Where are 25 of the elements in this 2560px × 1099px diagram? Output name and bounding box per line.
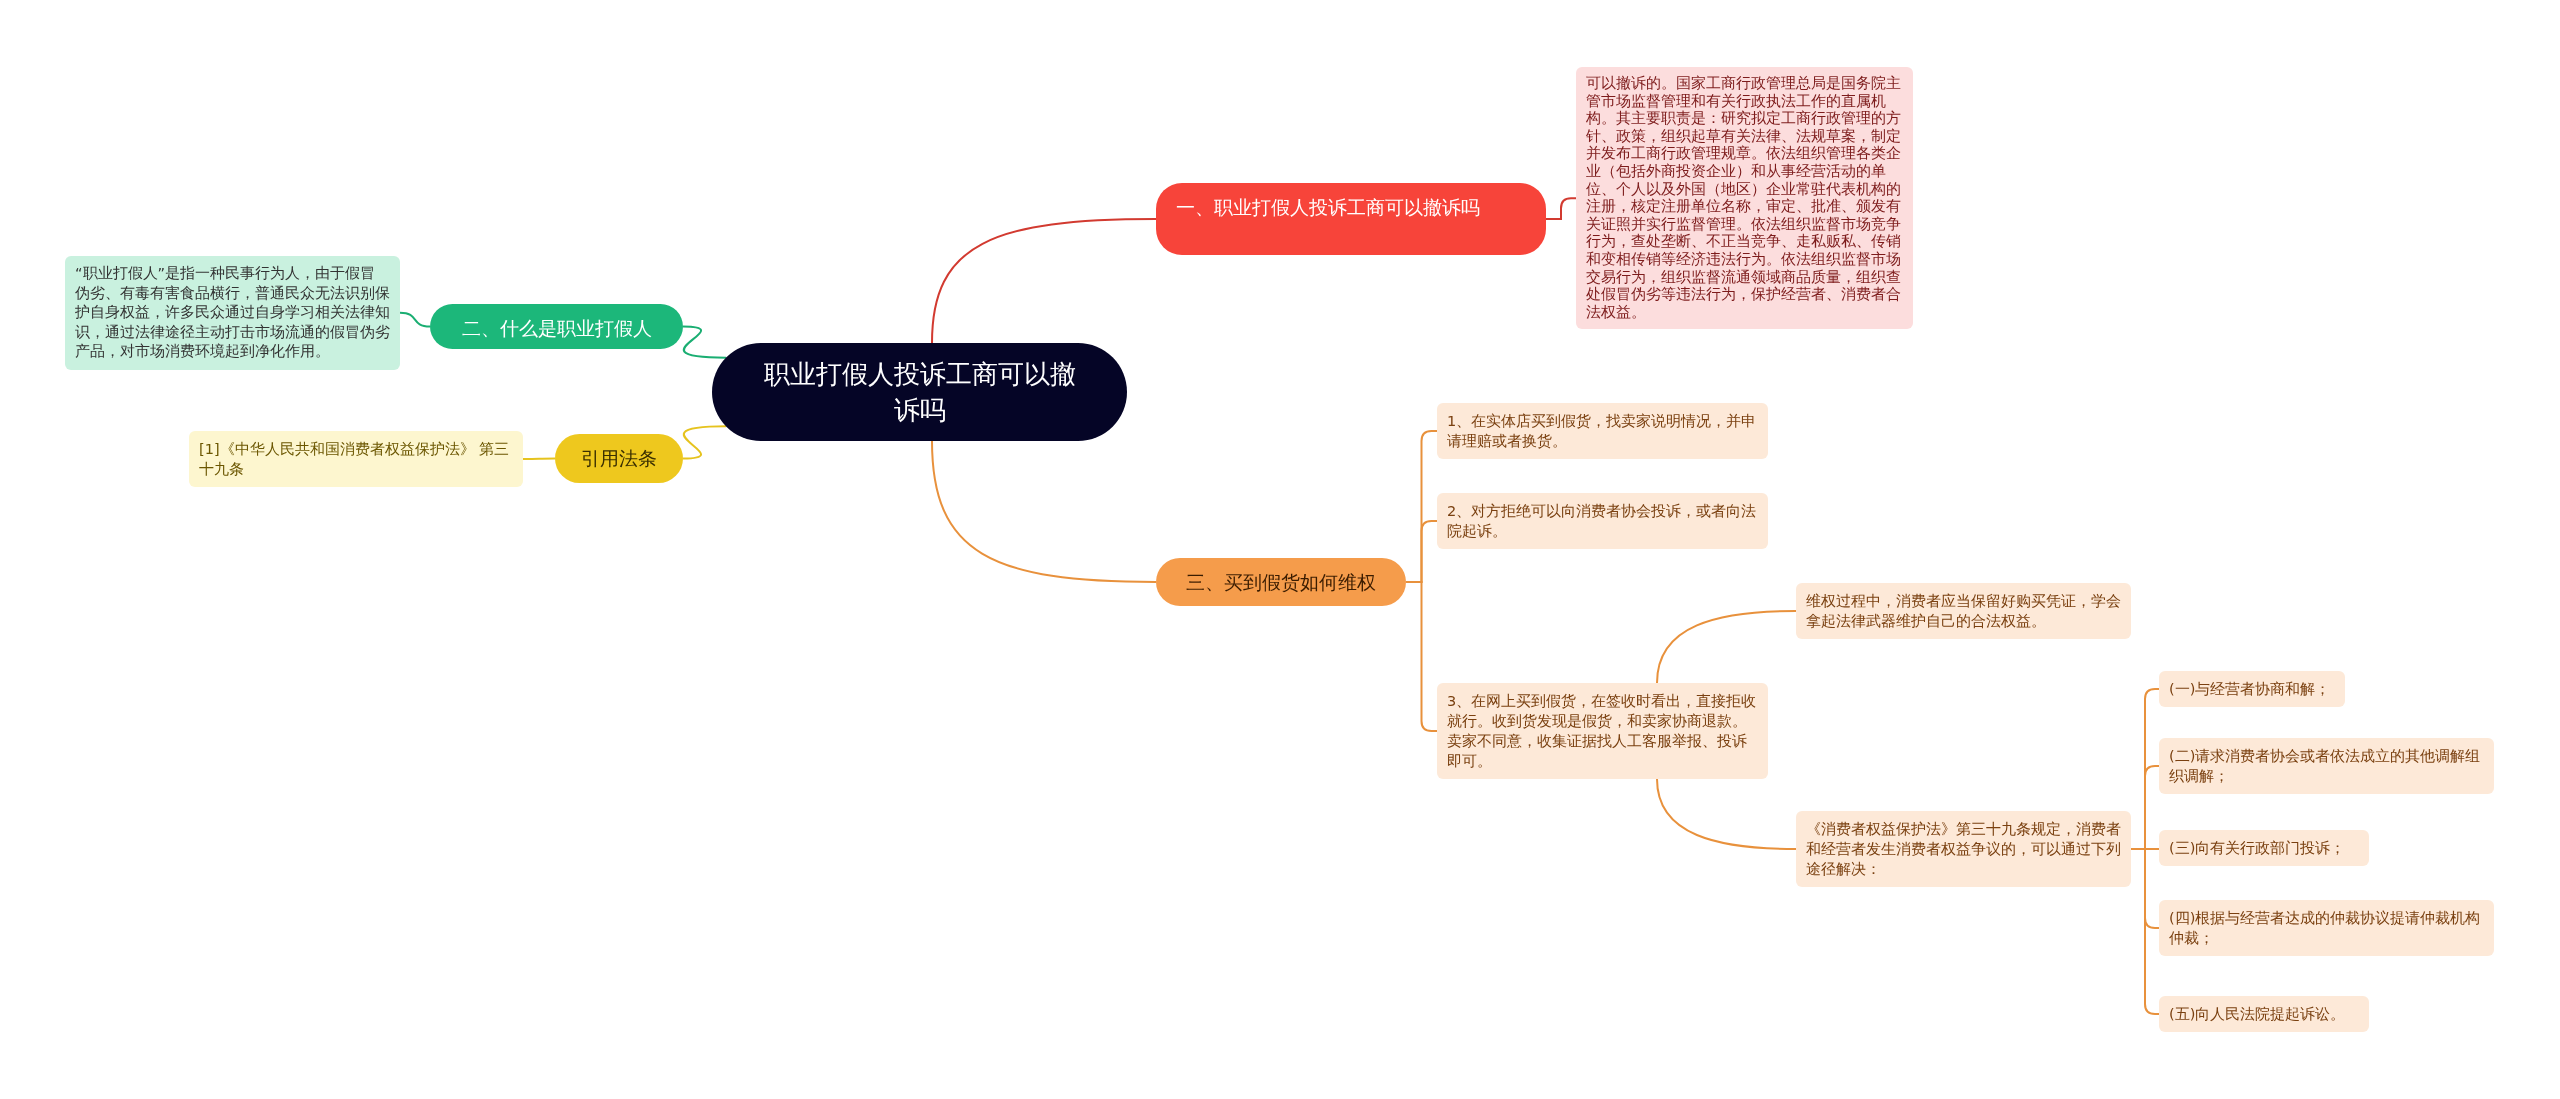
note-card: (四)根据与经营者达成的仲裁协议提请仲裁机构仲裁； (2159, 900, 2494, 956)
topic-pill: 引用法条 (555, 434, 683, 483)
connector-line (931, 440, 1157, 583)
topic-pill: 三、买到假货如何维权 (1156, 558, 1406, 606)
connector-line (399, 311, 431, 328)
connector-line (522, 457, 556, 460)
topic-pill: 二、什么是职业打假人 (430, 304, 683, 349)
connector-line (1545, 197, 1577, 220)
connector-line (1656, 610, 1797, 684)
note-card: 3、在网上买到假货，在签收时看出，直接拒收就行。收到货发现是假货，和卖家协商退款。卖家不同意，收集证据找人工客服举报、投诉即可。 (1437, 683, 1768, 779)
note-card: 2、对方拒绝可以向消费者协会投诉，或者向法院起诉。 (1437, 493, 1768, 549)
note-card: [1]《中华人民共和国消费者权益保护法》 第三十九条 (189, 431, 523, 487)
note-card: (二)请求消费者协会或者依法成立的其他调解组织调解； (2159, 738, 2494, 794)
note-card: 维权过程中，消费者应当保留好购买凭证，学会拿起法律武器维护自己的合法权益。 (1796, 583, 2131, 639)
connector-line (1656, 778, 1797, 850)
connector-line (931, 218, 1157, 344)
note-card: “职业打假人”是指一种民事行为人，由于假冒伪劣、有毒有害食品横行，普通民众无法识别保护自身权益，许多民众通过自身学习相关法律知识，通过法律途径主动打击市场流通的假冒伪劣产品，对市场消费环境起到净化作用。 (65, 256, 400, 370)
note-card: 可以撤诉的。国家工商行政管理总局是国务院主管市场监督管理和有关行政执法工作的直属机构。其主要职责是：研究拟定工商行政管理的方针、政策，组织起草有关法律、法规草案，制定并发布工商行政管理规章。依法组织管理各类企业（包括外商投资企业）和从事经营活动的单位、个人以及外国（地区）企业常驻代表机构的注册，核定注册单位名称，审定、批准、颁发有关证照并实行监督管理。依法组织监督市场竞争行为，查处垄断、不正当竞争、走私贩私、传销和变相传销等经济违法行为。依法组织监督市场交易行为，组织监督流通领域商品质量，组织查处假冒伪劣等违法行为，保护经营者、消费者合法权益。 (1576, 67, 1913, 330)
central-topic: 职业打假人投诉工商可以撤诉吗 (712, 343, 1127, 441)
topic-pill: 一、职业打假人投诉工商可以撤诉吗 (1156, 183, 1546, 255)
note-card: 《消费者权益保护法》第三十九条规定，消费者和经营者发生消费者权益争议的，可以通过下列途径解决： (1796, 811, 2131, 887)
note-card: 1、在实体店买到假货，找卖家说明情况，并申请理赔或者换货。 (1437, 403, 1768, 459)
note-card: (五)向人民法院提起诉讼。 (2159, 996, 2369, 1032)
note-card: (一)与经营者协商和解； (2159, 671, 2345, 707)
note-card: (三)向有关行政部门投诉； (2159, 830, 2369, 866)
